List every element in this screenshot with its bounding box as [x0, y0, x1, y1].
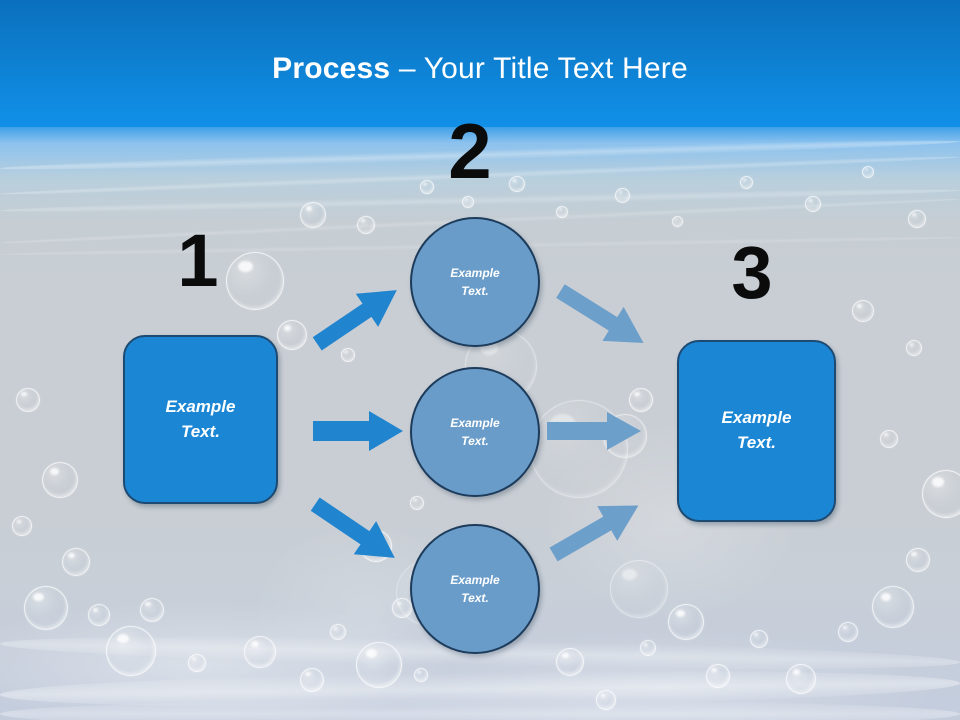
slide-title-bold: Process [272, 52, 391, 85]
step-number-3-label: 3 [731, 231, 773, 314]
process-circle-middle[interactable]: Example Text. [410, 367, 540, 497]
step-number-1: 1 [158, 224, 238, 298]
step-number-3: 3 [712, 236, 792, 310]
sky-gradient-band [0, 0, 960, 128]
step-number-2: 2 [430, 112, 510, 190]
process-circle-middle-line1: Example [450, 416, 500, 430]
output-box[interactable]: Example Text. [677, 340, 836, 522]
slide-title-rest: – Your Title Text Here [390, 52, 688, 85]
process-circle-bottom[interactable]: Example Text. [410, 524, 540, 654]
input-box-line1: Example [165, 396, 236, 416]
process-circle-bottom-line1: Example [450, 573, 500, 587]
step-number-1-label: 1 [177, 219, 219, 302]
input-box-label: Example Text. [166, 395, 236, 444]
process-circle-top-line1: Example [450, 266, 500, 280]
process-circle-bottom-line2: Text. [461, 591, 489, 605]
process-circle-middle-line2: Text. [461, 434, 489, 448]
process-circle-middle-label: Example Text. [450, 414, 499, 450]
output-box-label: Example Text. [722, 406, 792, 455]
output-box-line1: Example [721, 408, 792, 428]
input-box[interactable]: Example Text. [123, 335, 278, 504]
step-number-2-label: 2 [448, 107, 492, 195]
output-box-line2: Text. [736, 433, 777, 452]
process-circle-bottom-label: Example Text. [450, 571, 499, 607]
process-circle-top[interactable]: Example Text. [410, 217, 540, 347]
slide-title: Process – Your Title Text Here [0, 52, 960, 86]
process-circle-top-label: Example Text. [450, 264, 499, 300]
process-circle-top-line2: Text. [461, 284, 489, 298]
input-box-line2: Text. [180, 421, 221, 441]
